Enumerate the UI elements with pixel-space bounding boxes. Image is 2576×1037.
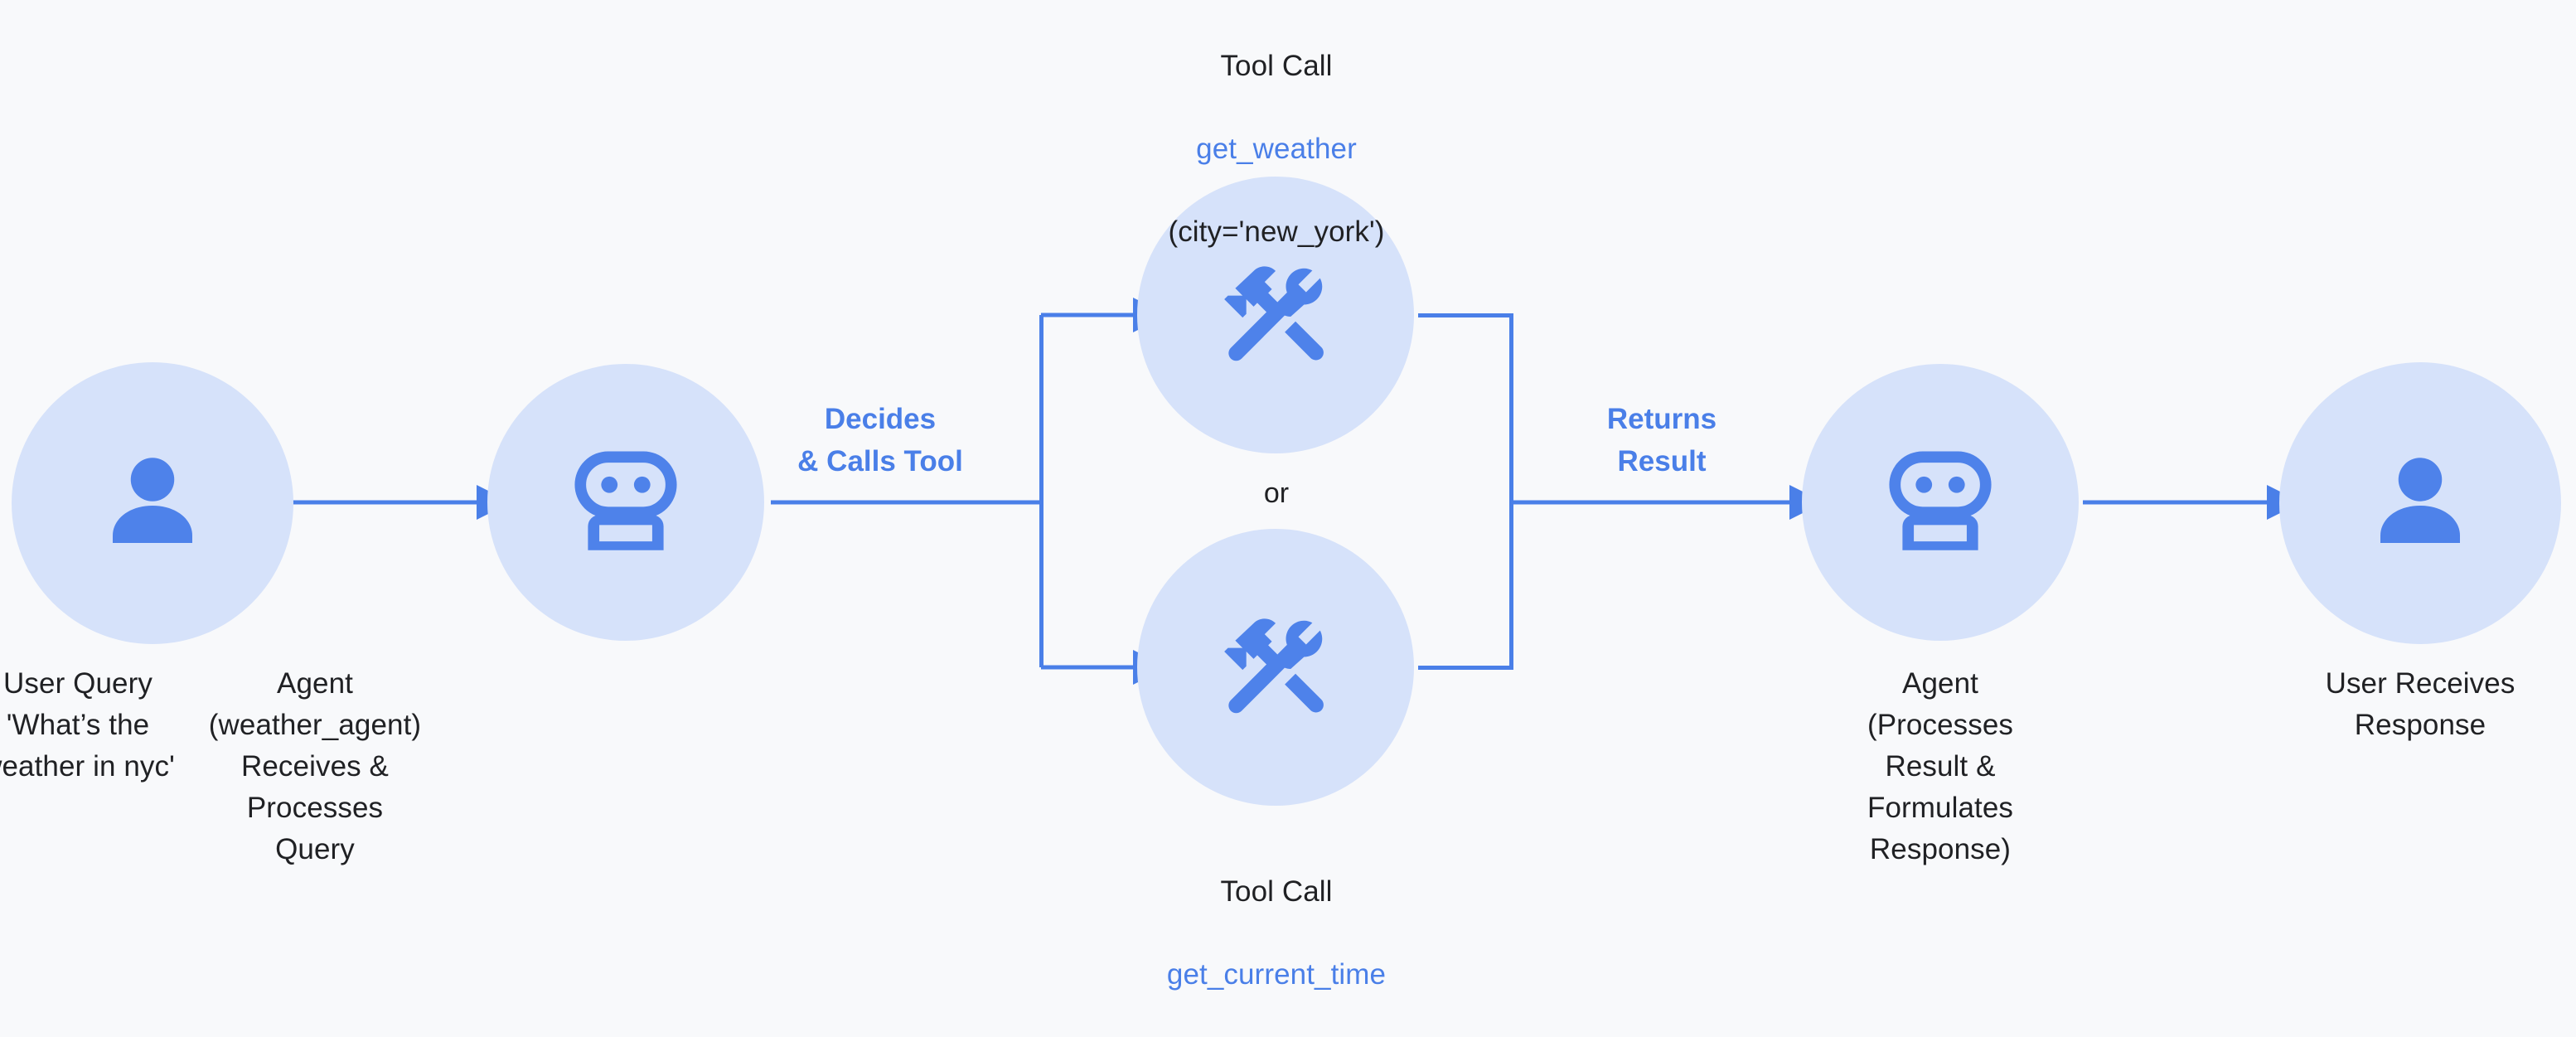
connector-layer xyxy=(292,298,2302,685)
node-agent-receives[interactable] xyxy=(487,364,764,641)
caption-user-response: User Receives Response xyxy=(2325,667,2515,741)
caption-agent-receives: Agent (weather_agent) Receives & Process… xyxy=(208,667,422,865)
person-icon xyxy=(2380,458,2460,543)
node-user-query[interactable] xyxy=(12,362,293,644)
robot-icon xyxy=(574,451,677,550)
or-label: or xyxy=(1263,477,1290,509)
node-agent-processes[interactable] xyxy=(1802,364,2079,641)
agent-tool-call-flow-diagram: User Query 'What’s the weather in nyc' A… xyxy=(0,4,2561,991)
robot-icon xyxy=(1889,451,1992,550)
edge-label-decides: Decides & Calls Tool xyxy=(797,403,963,477)
edge-label-returns: Returns Result xyxy=(1606,403,1717,477)
person-icon xyxy=(113,458,192,543)
caption-user-query: User Query 'What’s the weather in nyc' xyxy=(0,667,175,783)
node-tool-get-current-time[interactable] xyxy=(1137,529,1414,806)
caption-tool-top-fn: get_weather xyxy=(1196,133,1357,165)
tools-icon xyxy=(1224,266,1324,361)
caption-tool-bottom-line1: Tool Call xyxy=(1220,875,1333,908)
caption-tool-bottom: Tool Call get_current_time xyxy=(1135,830,1417,1037)
caption-tool-top-args: (city='new_york') xyxy=(1168,216,1385,248)
node-tool-get-weather[interactable] xyxy=(1137,177,1414,453)
node-user-response[interactable] xyxy=(2279,362,2561,644)
caption-tool-top-line1: Tool Call xyxy=(1220,50,1333,82)
tools-icon xyxy=(1224,618,1324,714)
caption-tool-top: Tool Call get_weather (city='new_york') xyxy=(1165,4,1388,253)
caption-tool-bottom-fn: get_current_time xyxy=(1166,958,1387,991)
caption-agent-processes: Agent (Processes Result & Formulates Res… xyxy=(1867,667,2014,865)
